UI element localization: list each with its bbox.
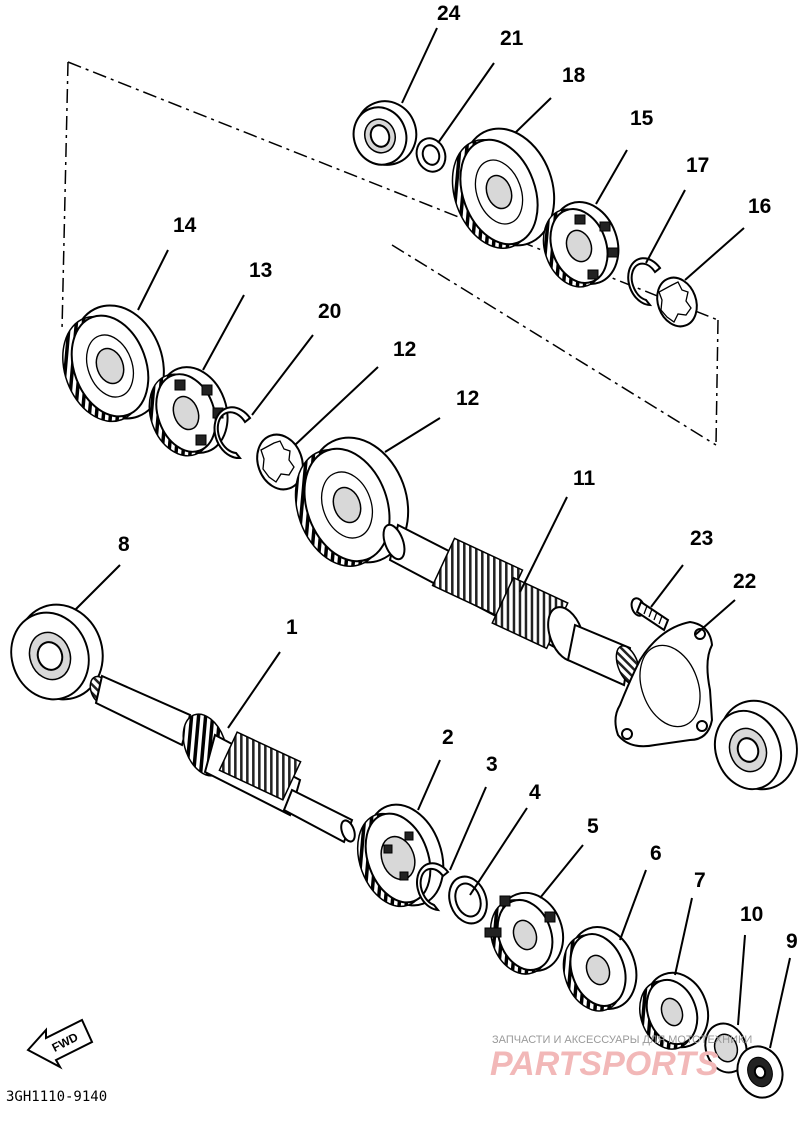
callout-18: 18 bbox=[562, 64, 586, 87]
callout-17: 17 bbox=[686, 154, 709, 177]
part-2-gear bbox=[356, 803, 445, 908]
assembly-guide-lines bbox=[61, 61, 719, 446]
callout-8: 8 bbox=[118, 533, 130, 556]
callout-2: 2 bbox=[442, 726, 454, 749]
callout-12b: 12 bbox=[456, 387, 479, 410]
part-18-gear bbox=[451, 127, 556, 249]
part-22-plate bbox=[614, 620, 714, 748]
callout-1: 1 bbox=[286, 616, 298, 639]
part-21-washer bbox=[415, 137, 447, 173]
callout-16: 16 bbox=[748, 195, 771, 218]
callout-22: 22 bbox=[733, 570, 756, 593]
part-12-gear bbox=[294, 436, 410, 567]
watermark-caption: ЗАПЧАСТИ И АКСЕССУАРЫ ДЛЯ МОТОТЕХНИКИ bbox=[492, 1034, 752, 1046]
callout-23: 23 bbox=[690, 527, 713, 550]
callout-14: 14 bbox=[173, 214, 197, 237]
part-10-washer bbox=[704, 1022, 748, 1074]
part-4-washer bbox=[448, 875, 488, 925]
callout-20: 20 bbox=[318, 300, 341, 323]
callout-labels: 24 21 18 15 17 16 14 13 20 12 12 11 8 23… bbox=[118, 2, 798, 953]
diagram-code: 3GH1110-9140 bbox=[6, 1089, 107, 1105]
part-24-bearing bbox=[352, 100, 418, 166]
part-15-gear-with-dogs bbox=[542, 201, 620, 288]
callout-13: 13 bbox=[249, 259, 272, 282]
callout-24: 24 bbox=[437, 2, 461, 25]
part-14-gear bbox=[62, 304, 165, 423]
callout-9: 9 bbox=[786, 930, 798, 953]
part-17-circlip bbox=[627, 257, 662, 307]
part-6-gear bbox=[562, 926, 638, 1012]
part-23-screw bbox=[630, 597, 670, 632]
callout-3: 3 bbox=[486, 753, 498, 776]
part-8-bearing bbox=[10, 603, 104, 701]
part-13-gear-with-dogs bbox=[148, 366, 229, 457]
callout-10: 10 bbox=[740, 903, 763, 926]
part-11-shaft bbox=[382, 523, 641, 687]
callout-21: 21 bbox=[500, 27, 524, 50]
part-16-washer bbox=[656, 276, 698, 328]
callout-5: 5 bbox=[587, 815, 599, 838]
part-12-washer bbox=[256, 433, 304, 491]
part-9-collar bbox=[736, 1045, 784, 1099]
part-5-gear-with-dogs bbox=[484, 891, 565, 975]
right-bearing bbox=[713, 699, 798, 791]
leader-lines bbox=[74, 27, 791, 1049]
callout-15: 15 bbox=[630, 107, 654, 130]
part-3-circlip bbox=[416, 862, 450, 912]
watermark: ЗАПЧАСТИ И АКСЕССУАРЫ ДЛЯ МОТОТЕХНИКИ PA… bbox=[490, 1034, 752, 1083]
fwd-arrow-icon: FWD bbox=[26, 1018, 94, 1070]
callout-4: 4 bbox=[529, 781, 541, 804]
watermark-brand: PARTSPORTS bbox=[490, 1045, 719, 1083]
part-1-main-shaft bbox=[89, 674, 356, 844]
callout-7: 7 bbox=[694, 869, 706, 892]
part-20-circlip bbox=[213, 406, 252, 460]
callout-6: 6 bbox=[650, 842, 662, 865]
part-7-gear bbox=[639, 971, 710, 1050]
callout-11: 11 bbox=[573, 467, 596, 490]
callout-12a: 12 bbox=[393, 338, 416, 361]
